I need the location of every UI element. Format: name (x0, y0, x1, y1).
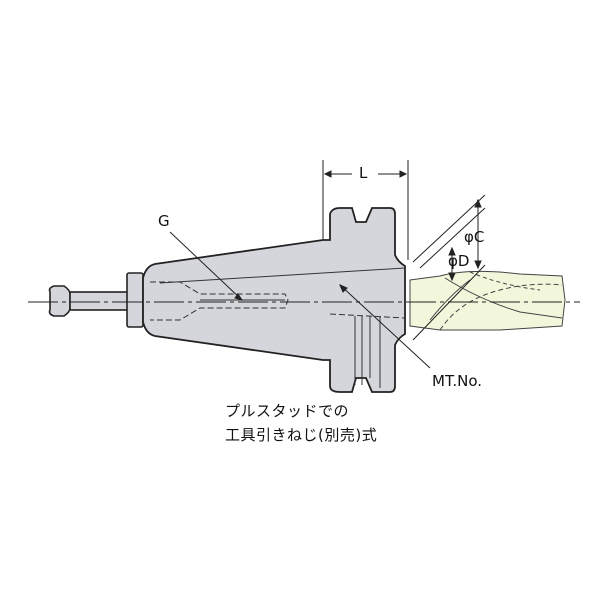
pull-stud (48, 272, 144, 328)
dimension-l (322, 160, 409, 260)
label-taper: MT.No. (432, 372, 482, 390)
label-diameter-d: φD (448, 252, 470, 270)
leader-lines (169, 231, 431, 369)
label-thread: G (158, 212, 170, 230)
label-length: L (359, 164, 368, 182)
dimension-diameters (412, 194, 486, 341)
caption-line1: プルスタッドでの (225, 402, 350, 420)
internal-lines (150, 267, 406, 388)
caption-line2: 工具引きねじ(別売)式 (225, 426, 378, 444)
label-diameter-c: φC (464, 228, 485, 246)
end-mill (409, 270, 566, 331)
